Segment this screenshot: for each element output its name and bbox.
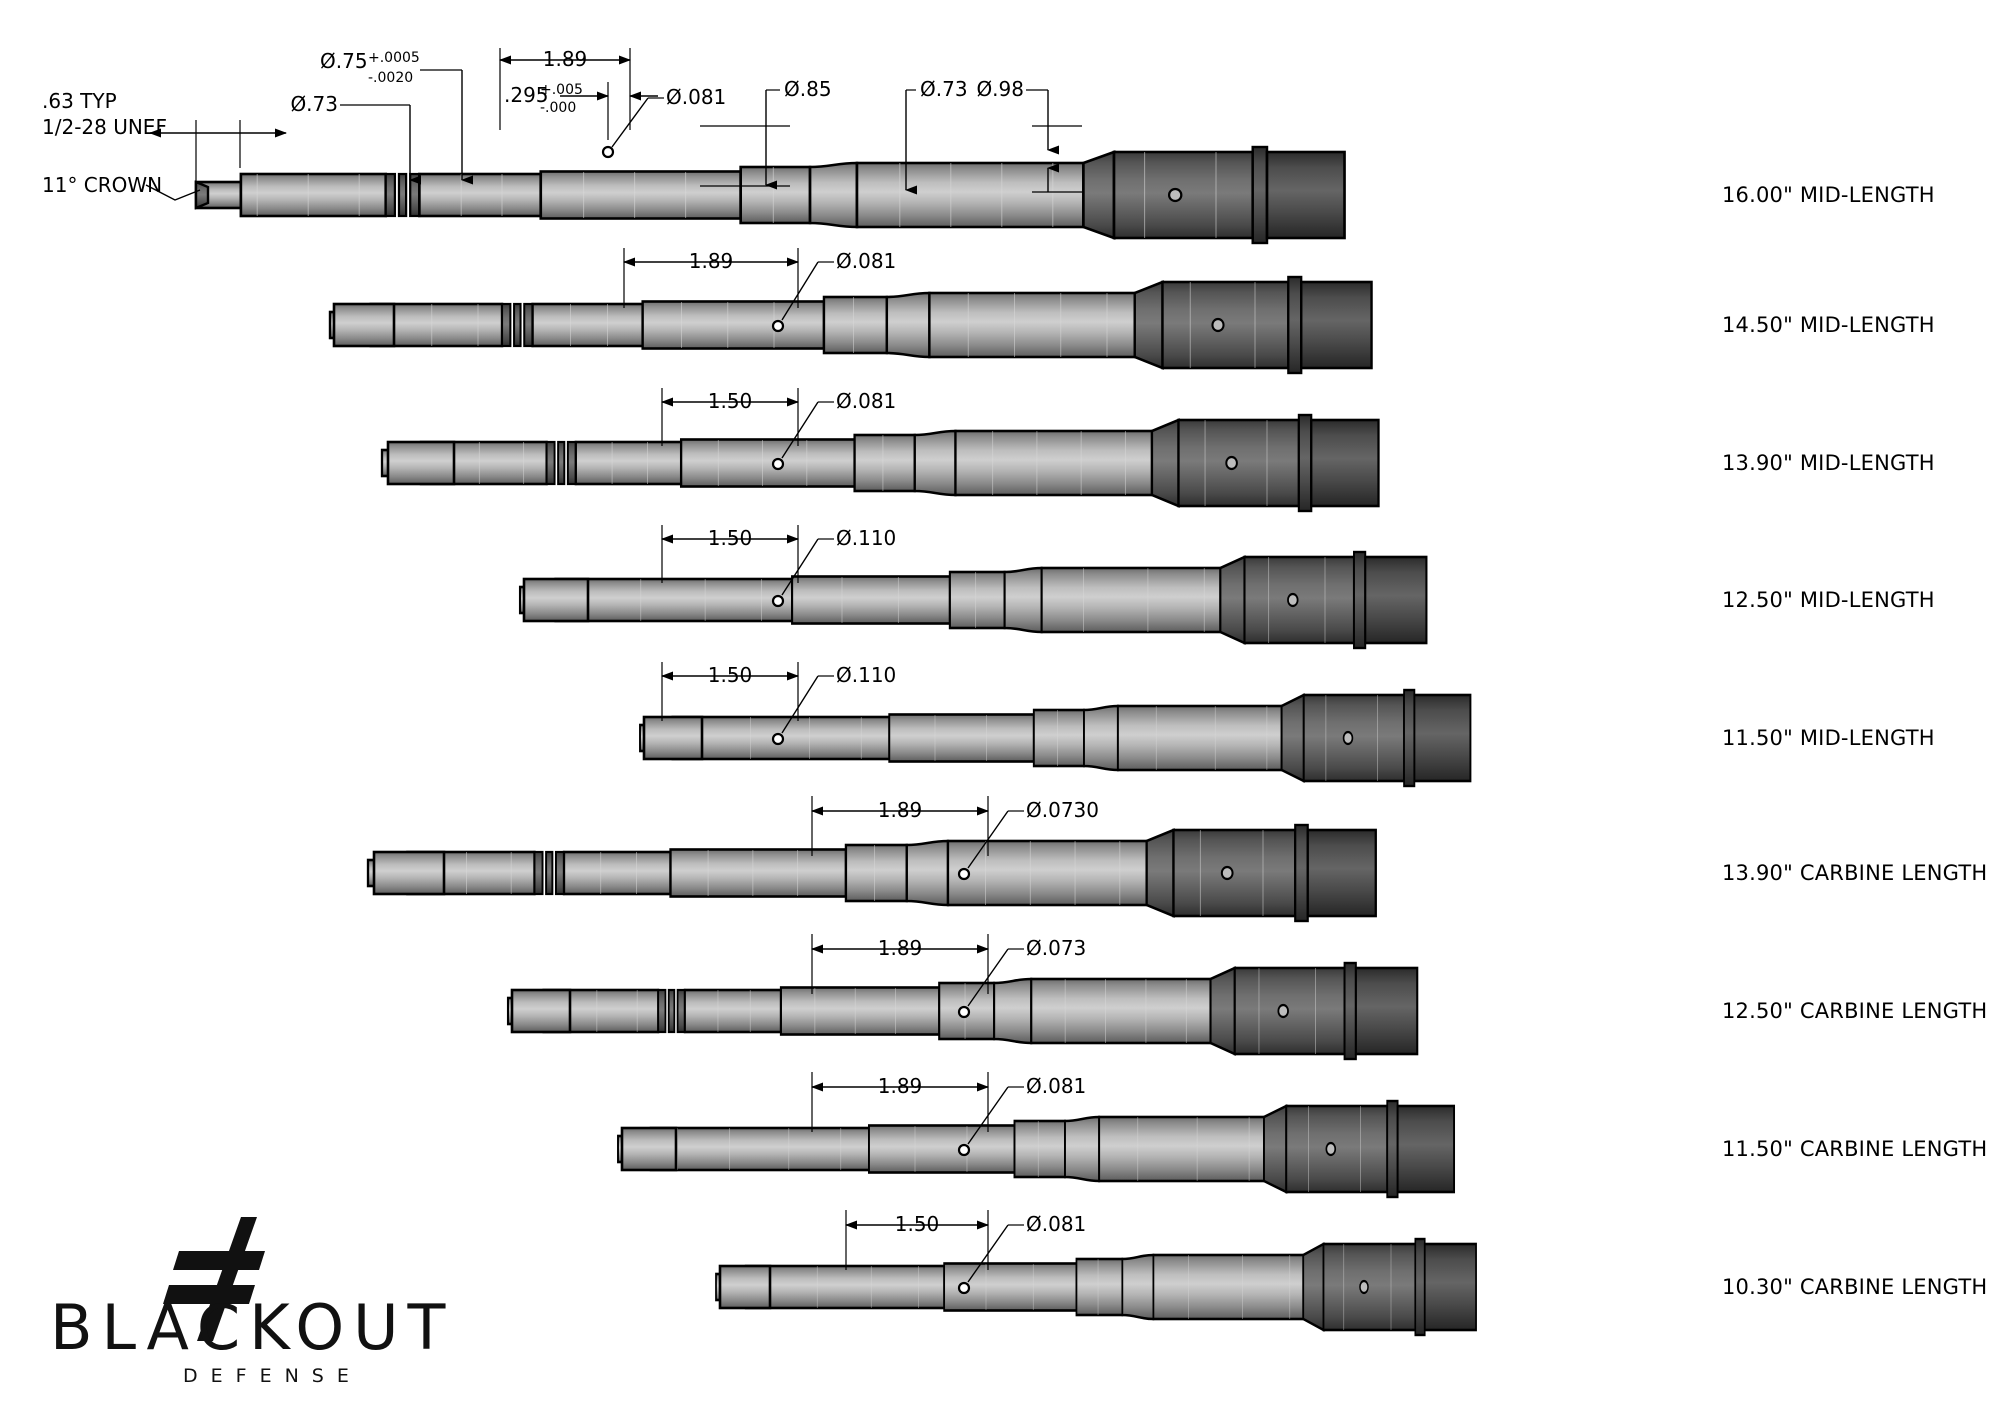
dim-gas-8 [845,1210,989,1270]
dim-gas-7 [811,1072,989,1132]
dim-gas-port-label-6: Ø.073 [1026,936,1086,960]
muzzle-stub-7 [620,1126,678,1172]
barrel-label-3: 12.50" MID-LENGTH [1722,588,1935,612]
dim-gas-label-7: 1.89 [878,1074,923,1098]
dim-gas-port-8 [957,1224,1024,1295]
dim-gas-port-3 [771,538,834,608]
dim-gas-4 [661,662,799,721]
barrel-row-7: 1.89 Ø.081 11.50" CARBINE LENGTH [616,1072,1987,1199]
muzzle-stub-1 [332,302,396,348]
muzzle-stub-8 [718,1264,772,1310]
dim-gas-block-189 [499,48,631,130]
dim-dia-75-label: Ø.75 [320,49,368,73]
dim-295-tol [560,82,658,140]
logo-wordmark: BLACKOUT [50,1291,454,1364]
barrel-label-6: 12.50" CARBINE LENGTH [1722,999,1987,1023]
dim-gas-port-6 [957,948,1024,1019]
barrel-label-2: 13.90" MID-LENGTH [1722,451,1935,475]
muzzle-stub-2 [386,440,456,486]
barrel-label-1: 14.50" MID-LENGTH [1722,313,1935,337]
dim-dia-73-mid [905,89,917,195]
note-thread-spec: 1/2-28 UNEF [42,115,167,139]
muzzle-stub-6 [510,988,572,1034]
dim-dia-98 [1026,89,1082,193]
dim-gas-port-2 [771,401,834,471]
barrel-label-5: 13.90" CARBINE LENGTH [1722,861,1987,885]
dim-295-label: .295 [504,83,549,107]
barrel-row-0: .63 TYP 1/2-28 UNEF 11° CROWN Ø.73 Ø.75 … [42,47,1935,245]
muzzle-stub-3 [522,577,590,623]
muzzle-stub-4 [642,715,704,761]
barrel-row-5: 1.89 Ø.0730 13.90" CARBINE LENGTH [366,796,1987,923]
dim-gas-port-label-7: Ø.081 [1026,1074,1086,1098]
dim-gas-label-3: 1.50 [708,526,753,550]
barrel-label-0: 16.00" MID-LENGTH [1722,183,1935,207]
dim-189-label: 1.89 [543,47,588,71]
dim-gas-port-4 [771,675,834,746]
dim-gas-port-label-8: Ø.081 [1026,1212,1086,1236]
dim-gas-label-2: 1.50 [708,389,753,413]
dim-gas-port-label-5: Ø.0730 [1026,798,1099,822]
dim-dia-73-muzzle [340,104,421,185]
muzzle-stub-5 [372,850,446,896]
dim-muzzle-length [149,120,287,182]
dim-gas-6 [811,934,989,994]
not-equal-icon [163,1217,265,1341]
dim-dia-73-muzzle-label: Ø.73 [290,92,338,116]
barrel-row-8: 1.50 Ø.081 10.30" CARBINE LENGTH [714,1210,1987,1337]
barrel-label-7: 11.50" CARBINE LENGTH [1722,1137,1987,1161]
dim-gas-port-1 [771,261,834,333]
dim-gas-port-081-row0 [601,97,664,159]
barrel-row-2: 1.50 Ø.081 13.90" MID-LENGTH [380,388,1935,513]
dim-gas-5 [811,796,989,856]
dim-295-tol-upper: +.005 [540,82,583,98]
dim-gas-label-8: 1.50 [895,1212,940,1236]
dim-gas-port-label-2: Ø.081 [836,389,896,413]
dim-295-tol-lower: -.000 [540,100,576,116]
dim-gas-port-5 [957,810,1024,881]
dim-gas-3 [661,525,799,583]
dim-dia-85-label: Ø.85 [784,77,832,101]
dim-gas-2 [661,388,799,446]
dim-gas-port-label-3: Ø.110 [836,526,896,550]
barrel-label-4: 11.50" MID-LENGTH [1722,726,1935,750]
dim-gas-label-4: 1.50 [708,663,753,687]
note-crown: 11° CROWN [42,173,162,197]
brand-logo: BLACKOUT DEFENSE [50,1217,454,1387]
dim-gas-port-label-1: Ø.081 [836,249,896,273]
dim-gas-label-5: 1.89 [878,798,923,822]
note-63-typ: .63 TYP [42,89,117,113]
dim-gas-port-label-4: Ø.110 [836,663,896,687]
barrel-row-6: 1.89 Ø.073 12.50" CARBINE LENGTH [506,934,1987,1061]
dim-dia-73-mid-label: Ø.73 [920,77,968,101]
crown-leader [145,184,201,201]
muzzle-crown-0 [194,180,210,210]
dim-gas-label-6: 1.89 [878,936,923,960]
logo-tagline: DEFENSE [183,1365,362,1387]
dim-gas-port-7 [957,1086,1024,1157]
dim-dia-98-label: Ø.98 [976,77,1024,101]
dim-dia-75-tol [420,69,473,185]
barrel-row-1: 1.89 Ø.081 14.50" MID-LENGTH [328,248,1935,375]
dim-dia-75-tol-lower: -.0020 [368,70,413,86]
dim-dia-85 [700,89,790,190]
barrel-row-3: 1.50 Ø.110 12.50" MID-LENGTH [518,525,1935,650]
dim-gas-1 [623,248,799,308]
dim-dia-75-tol-upper: +.0005 [368,50,420,66]
barrel-row-4: 1.50 Ø.110 11.50" MID-LENGTH [638,662,1935,788]
dim-081-label-row0: Ø.081 [666,85,726,109]
dim-gas-label-1: 1.89 [689,249,734,273]
barrel-label-8: 10.30" CARBINE LENGTH [1722,1275,1987,1299]
